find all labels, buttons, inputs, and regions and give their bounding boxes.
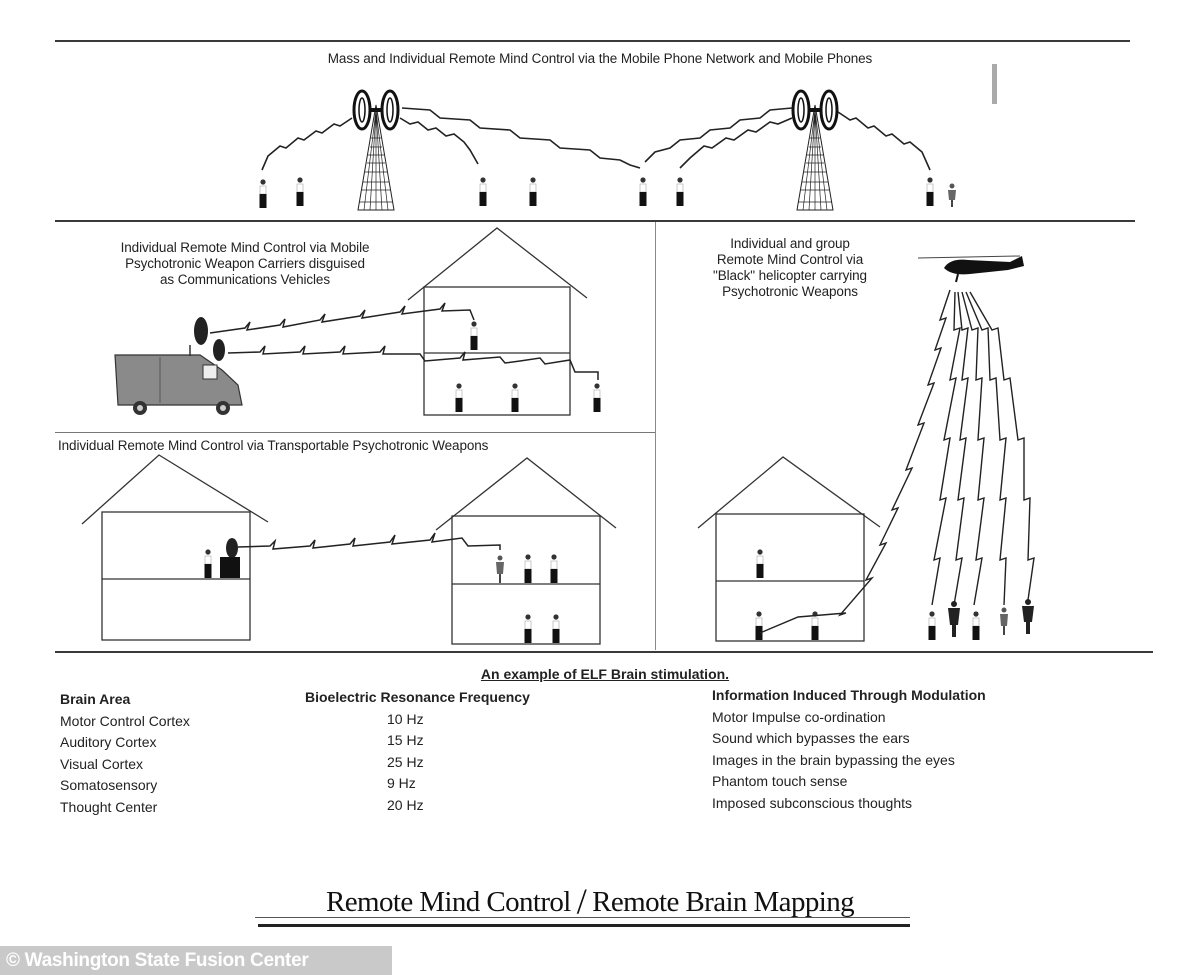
person-icon (496, 555, 504, 583)
top-border (55, 40, 1130, 42)
column-header: Brain Area (60, 691, 131, 707)
title-right: Remote Brain Mapping (592, 886, 854, 918)
title-separator: / (576, 881, 587, 921)
title-line: as Communications Vehicles (160, 272, 330, 287)
person-icon (928, 610, 936, 641)
frequency-column: Bioelectric Resonance Frequency 10 Hz 15… (305, 687, 530, 816)
signal-zigzag-icon (759, 289, 1035, 634)
person-icon (511, 382, 519, 413)
table-cell: 9 Hz (387, 775, 416, 791)
person-icon (1022, 599, 1034, 634)
person-icon (676, 176, 684, 207)
title-underline (255, 917, 910, 918)
title-line: Psychotronic Weapon Carriers disguised (125, 256, 365, 271)
house-icon (81, 454, 269, 641)
table-cell: Motor Control Cortex (60, 712, 190, 729)
middle-left-panel-title: Individual Remote Mind Control via Mobil… (50, 240, 440, 288)
house-icon (407, 227, 588, 416)
person-icon (470, 320, 478, 351)
column-header: Information Induced Through Modulation (712, 687, 986, 703)
person-icon (259, 178, 267, 209)
title-underline-double (258, 924, 910, 927)
person-icon (1000, 607, 1008, 635)
table-cell: 10 Hz (387, 710, 424, 727)
document-title: Remote Mind Control/Remote Brain Mapping (250, 878, 930, 921)
top-panel-title: Mass and Individual Remote Mind Control … (327, 51, 873, 66)
dish-antenna-icon (220, 538, 240, 578)
title-left: Remote Mind Control (325, 886, 571, 918)
person-icon (524, 553, 532, 584)
person-icon (639, 176, 647, 207)
van-icon (114, 354, 243, 415)
person-icon (455, 382, 463, 413)
table-cell: Somatosensory (60, 777, 158, 793)
cell-tower-icon (352, 89, 400, 212)
title-line: Psychotronic Weapons (722, 284, 858, 299)
right-panel-title: Individual and group Remote Mind Control… (670, 236, 910, 300)
person-icon (926, 176, 934, 207)
title-line: "Black" helicopter carrying (713, 268, 867, 283)
table-cell: 25 Hz (387, 753, 424, 770)
table-cell: Visual Cortex (60, 755, 144, 772)
title-line: Individual and group (730, 236, 850, 251)
divider-left-middle (55, 432, 655, 433)
column-header: Bioelectric Resonance Frequency (305, 689, 530, 705)
house-icon (697, 456, 881, 642)
table-cell: Imposed subconscious thoughts (712, 794, 913, 811)
elf-table-title: An example of ELF Brain stimulation. (480, 666, 730, 682)
table-cell: 20 Hz (387, 796, 424, 813)
person-icon (204, 548, 212, 579)
image-credit: © Washington State Fusion Center (0, 946, 392, 975)
divider-top-panel (55, 220, 1135, 222)
person-icon (972, 610, 980, 641)
person-icon (756, 548, 764, 579)
cell-tower-icon (791, 89, 839, 212)
table-cell: Sound which bypasses the ears (712, 730, 910, 746)
brain-area-column: Brain Area Motor Control Cortex Auditory… (60, 689, 190, 818)
person-icon (552, 613, 560, 644)
table-cell: Phantom touch sense (712, 773, 848, 789)
person-icon (479, 176, 487, 207)
person-icon (948, 601, 960, 637)
title-line: Remote Mind Control via (716, 252, 864, 267)
table-cell: Motor Impulse co-ordination (712, 708, 886, 725)
person-icon (296, 176, 304, 207)
person-icon (948, 183, 956, 207)
table-cell: Images in the brain bypassing the eyes (712, 751, 955, 768)
person-icon (550, 553, 558, 584)
table-cell: Auditory Cortex (60, 734, 157, 750)
person-icon (529, 176, 537, 207)
helicopter-icon (917, 255, 1024, 283)
house-icon (435, 457, 617, 645)
person-icon (524, 613, 532, 644)
dish-antenna-icon (189, 317, 225, 361)
title-line: Individual Remote Mind Control via Mobil… (120, 240, 370, 255)
signal-zigzag-icon (209, 302, 599, 380)
divider-bottom-panel (55, 651, 1153, 653)
person-icon (593, 382, 601, 413)
signal-zigzag-icon (261, 107, 931, 171)
signal-zigzag-icon (237, 532, 501, 550)
information-column: Information Induced Through Modulation M… (712, 685, 986, 814)
lower-left-panel-title: Individual Remote Mind Control via Trans… (58, 438, 489, 453)
table-cell: 15 Hz (387, 732, 424, 748)
table-cell: Thought Center (60, 798, 158, 815)
person-icon (755, 610, 763, 641)
divider-vertical (655, 222, 656, 650)
margin-mark (992, 64, 997, 104)
